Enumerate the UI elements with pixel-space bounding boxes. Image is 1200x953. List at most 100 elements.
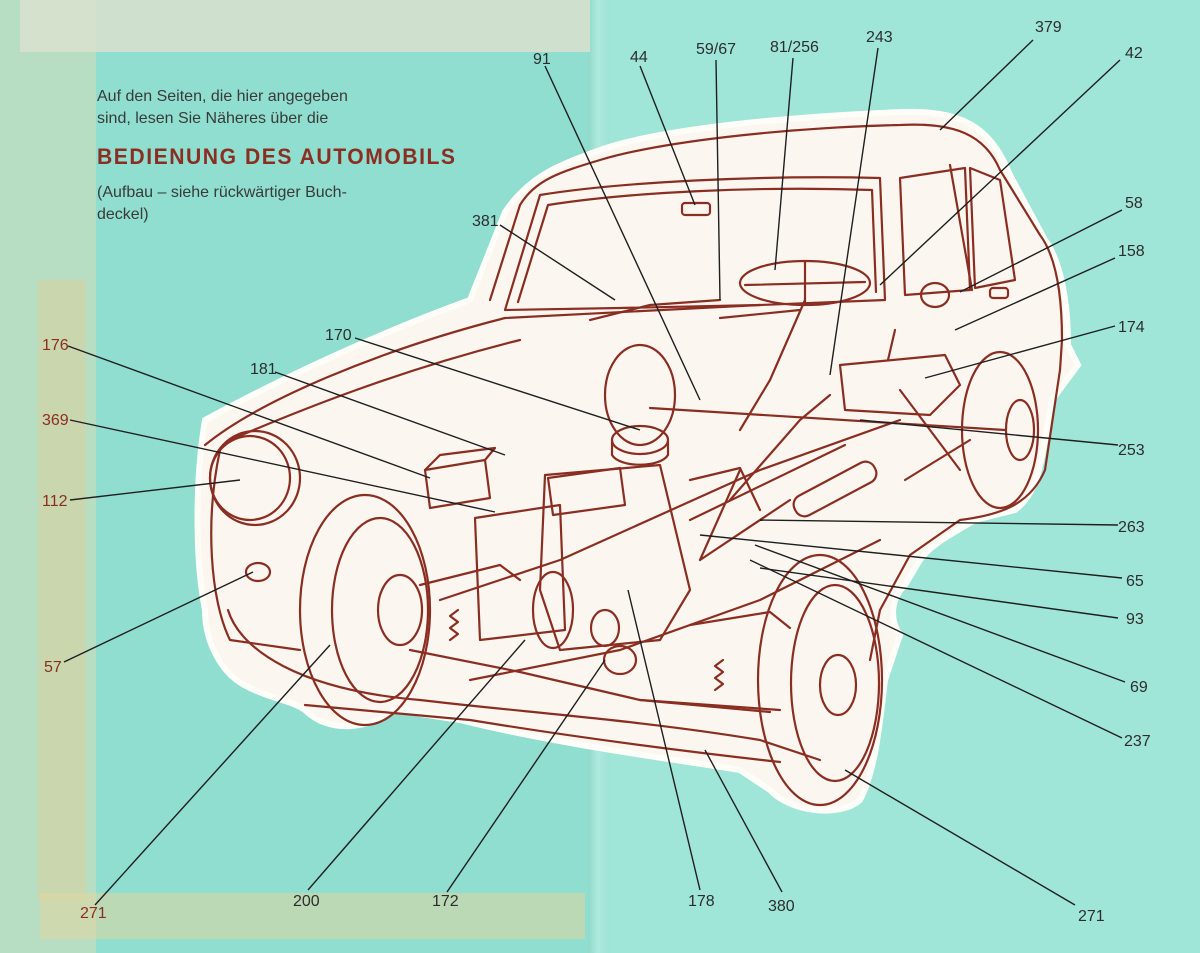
- hood-line: [203, 303, 762, 447]
- radiator: [473, 503, 567, 642]
- callout-81256: 81/256: [770, 39, 819, 56]
- callout-158: 158: [1118, 243, 1145, 260]
- rear-mirror: [680, 201, 712, 217]
- fog-light: [244, 561, 272, 583]
- callout-112: 112: [42, 493, 68, 510]
- leader-65: [699, 534, 1123, 579]
- callout-labels: 91 44 59/67 81/256 243 379 42 58 158 174…: [42, 19, 1151, 925]
- steering-link: [638, 698, 782, 712]
- callout-381: 381: [472, 213, 499, 230]
- callout-271-left: 271: [80, 905, 107, 922]
- bumper-front: [226, 608, 822, 762]
- callout-237: 237: [1124, 733, 1151, 750]
- leader-200: [307, 639, 526, 891]
- car-silhouette: [194, 108, 1082, 814]
- tape-stain-left: [38, 280, 86, 900]
- callout-69: 69: [1130, 679, 1148, 696]
- callout-200: 200: [293, 893, 320, 910]
- intro-line-4: deckel): [97, 206, 149, 223]
- callout-5967: 59/67: [696, 41, 736, 58]
- side-window-rear: [968, 166, 1017, 290]
- front-tyre-inner-right: [789, 583, 881, 783]
- intro-text-block: Auf den Seiten, die hier angegeben sind,…: [97, 86, 497, 226]
- sill-line: [303, 703, 782, 764]
- engine-block: [538, 463, 692, 652]
- leader-237: [749, 559, 1123, 739]
- callout-178: 178: [688, 893, 715, 910]
- front-wheel-right: [756, 553, 884, 807]
- leader-58: [959, 209, 1123, 293]
- leader-172: [446, 659, 606, 893]
- dynamo: [602, 644, 638, 676]
- leader-381: [499, 224, 616, 301]
- leader-181: [274, 371, 506, 456]
- callout-93: 93: [1126, 611, 1144, 628]
- leader-271r: [844, 769, 1076, 906]
- exhaust-pipe: [698, 498, 792, 562]
- leader-174: [924, 325, 1116, 379]
- leader-81256: [774, 57, 794, 271]
- callout-170: 170: [325, 327, 352, 344]
- door-handle: [988, 286, 1010, 300]
- leader-243: [829, 47, 879, 376]
- front-wheel-left: [298, 493, 432, 727]
- headlight-ring: [208, 429, 302, 527]
- callout-181: 181: [250, 361, 277, 378]
- pedal-box: [688, 466, 762, 512]
- leader-57: [63, 571, 254, 663]
- leader-178: [627, 589, 701, 891]
- tape-strip-bottom: [40, 893, 585, 939]
- intro-line-1: Auf den Seiten, die hier angegeben: [97, 88, 348, 105]
- fuel-tank: [838, 353, 962, 417]
- steering-spokes: [743, 260, 867, 307]
- front-axle-beam: [408, 648, 772, 714]
- leader-380: [704, 749, 783, 893]
- rear-spring: [898, 388, 972, 482]
- hub-right: [818, 653, 858, 717]
- wiper-left: [588, 298, 722, 322]
- callout-91: 91: [533, 51, 551, 68]
- cooling-fan: [531, 570, 575, 650]
- coil-spring-left: [448, 608, 460, 642]
- wishbone-right: [688, 610, 792, 630]
- gear-lever: [698, 468, 742, 562]
- leader-69: [754, 544, 1126, 683]
- intro-line-3: (Aufbau – siehe rückwärtiger Buch-: [97, 184, 347, 201]
- callout-58: 58: [1125, 195, 1143, 212]
- roof-line: [488, 123, 1064, 372]
- hood-crease: [228, 338, 522, 442]
- leader-271l: [94, 644, 331, 906]
- frame-rail: [438, 418, 902, 602]
- crank-pulley: [589, 608, 621, 648]
- battery-top: [423, 446, 497, 472]
- rear-axle: [648, 406, 1007, 432]
- callout-42: 42: [1125, 45, 1143, 62]
- leader-263: [759, 519, 1119, 526]
- battery: [423, 458, 492, 510]
- fender-front: [210, 448, 302, 652]
- callout-243: 243: [866, 29, 893, 46]
- leader-369: [69, 419, 496, 513]
- windshield: [503, 176, 887, 312]
- tape-strip-top: [20, 0, 590, 52]
- callout-65: 65: [1126, 573, 1144, 590]
- callout-263: 263: [1118, 519, 1145, 536]
- pillar-line: [948, 163, 974, 292]
- side-window-front: [898, 166, 972, 297]
- callout-172: 172: [432, 893, 459, 910]
- leader-lines: [63, 39, 1126, 906]
- leader-42: [879, 59, 1121, 286]
- coil-spring-right: [713, 658, 725, 692]
- brake-drum-left: [376, 573, 424, 647]
- leader-379: [939, 39, 1034, 131]
- leader-93: [759, 567, 1119, 619]
- leader-91: [544, 65, 701, 401]
- leader-5967: [715, 59, 721, 301]
- leader-253: [859, 419, 1119, 446]
- callout-176: 176: [42, 337, 69, 354]
- callout-380: 380: [768, 898, 795, 915]
- leader-44: [639, 65, 696, 206]
- leader-176: [67, 345, 431, 479]
- windshield-inner: [516, 187, 878, 304]
